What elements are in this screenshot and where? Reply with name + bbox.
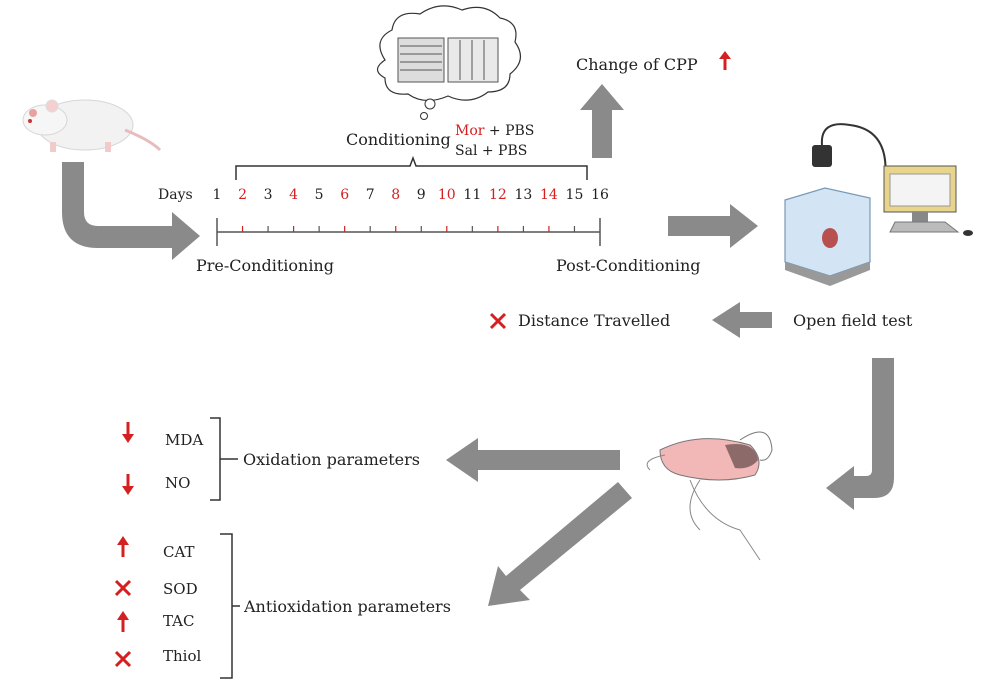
cat-label: CAT xyxy=(163,543,195,561)
no-effect-down-icon xyxy=(121,472,135,500)
open-field-label: Open field test xyxy=(793,311,913,330)
mor-pbs-label: Mor + PBS xyxy=(455,122,534,140)
antioxidation-bracket xyxy=(220,533,240,679)
sod-label: SOD xyxy=(163,580,198,598)
day-15: 15 xyxy=(565,187,584,203)
sod-effect-none-icon xyxy=(113,578,133,602)
arrow-to-open-field xyxy=(668,204,758,248)
day-3: 3 xyxy=(263,187,273,203)
post-conditioning-label: Post-Conditioning xyxy=(556,256,701,275)
timeline-ticks xyxy=(241,226,576,232)
day-14: 14 xyxy=(540,187,558,203)
tac-effect-up-icon xyxy=(116,610,130,638)
day-9: 9 xyxy=(416,187,426,203)
thiol-effect-none-icon xyxy=(113,649,133,673)
arrow-rat-to-timeline xyxy=(62,162,200,260)
no-label: NO xyxy=(165,474,191,492)
day-6: 6 xyxy=(340,187,350,203)
thiol-label: Thiol xyxy=(163,647,202,665)
day-7: 7 xyxy=(365,187,375,203)
day-4: 4 xyxy=(289,187,299,203)
mor-label: Mor xyxy=(455,123,485,139)
rat-image xyxy=(22,99,162,152)
cpp-label: Change of CPP xyxy=(576,55,698,74)
day-1: 1 xyxy=(212,187,222,203)
oxidation-bracket xyxy=(210,417,238,501)
sal-pbs-label: Sal + PBS xyxy=(455,143,528,159)
timeline-axis xyxy=(216,218,601,246)
conditioning-label: Conditioning xyxy=(346,130,451,149)
day-5: 5 xyxy=(314,187,324,203)
open-field-apparatus xyxy=(784,123,973,286)
tac-label: TAC xyxy=(163,612,195,630)
arrow-timeline-to-cpp xyxy=(580,84,624,158)
cpp-apparatus-cloud xyxy=(376,5,521,120)
day-16: 16 xyxy=(591,187,609,203)
rat-brain-image xyxy=(646,431,773,561)
arrow-to-brain xyxy=(826,358,894,510)
day-10: 10 xyxy=(437,187,456,203)
days-label: Days xyxy=(158,187,193,203)
distance-effect-none-icon xyxy=(488,311,508,335)
day-13: 13 xyxy=(514,187,533,203)
arrow-to-distance xyxy=(712,302,772,338)
mor-pbs-rest: + PBS xyxy=(488,123,535,139)
distance-travelled-label: Distance Travelled xyxy=(518,311,671,330)
day-12: 12 xyxy=(488,187,507,203)
day-2: 2 xyxy=(238,187,247,203)
day-8: 8 xyxy=(391,187,401,203)
cpp-effect-up-icon xyxy=(717,50,733,76)
antioxidation-group-label: Antioxidation parameters xyxy=(244,597,451,616)
day-11: 11 xyxy=(463,187,482,203)
pre-conditioning-label: Pre-Conditioning xyxy=(196,256,334,275)
mda-label: MDA xyxy=(165,431,204,449)
conditioning-brace xyxy=(235,155,588,180)
arrow-to-antioxidation xyxy=(488,482,632,606)
arrow-to-oxidation xyxy=(446,438,620,482)
cat-effect-up-icon xyxy=(116,535,130,563)
oxidation-group-label: Oxidation parameters xyxy=(243,450,420,469)
mda-effect-down-icon xyxy=(121,420,135,448)
